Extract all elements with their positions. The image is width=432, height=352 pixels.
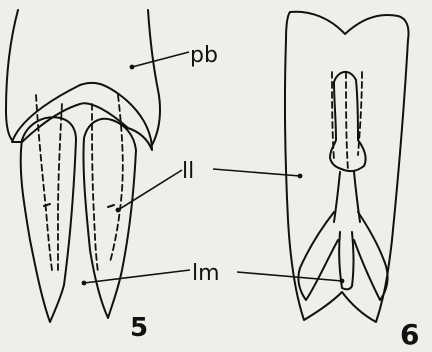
lm-pointer-dot-fig5 [82,281,87,286]
figure-number-6: 6 [400,318,419,351]
lm-pointer-dot-fig6 [340,279,345,284]
ll-label: ll [182,159,194,184]
ll-pointer-dot-fig5 [116,208,121,213]
pb-label: pb [190,43,218,68]
pb-pointer-dot [130,65,135,70]
lm-label: lm [192,261,220,286]
figure-number-5: 5 [130,313,148,343]
ll-pointer-dot-fig6 [298,174,303,179]
